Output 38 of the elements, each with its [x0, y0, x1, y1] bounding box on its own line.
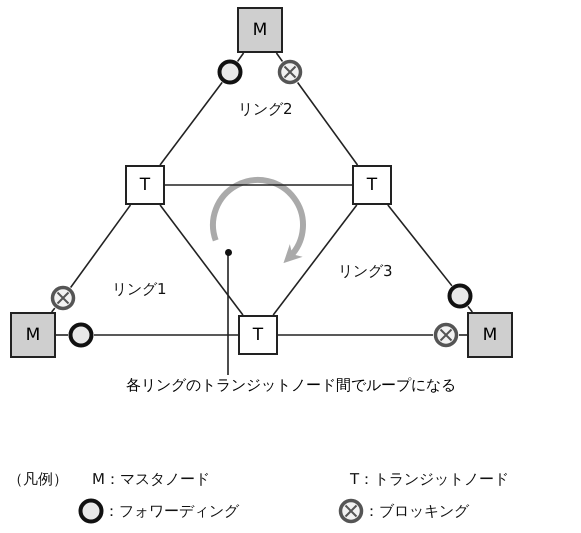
ring-label: リング3: [338, 262, 393, 281]
ring-link: [296, 82, 358, 166]
transit-node-box: T: [125, 165, 165, 205]
legend-text: ：ブロッキング: [364, 502, 469, 520]
ring-link: [159, 204, 244, 316]
master-node-box: M: [237, 7, 283, 53]
legend-text: ：フォワーディング: [104, 502, 239, 520]
ring-link: [278, 334, 433, 336]
ring-link: [387, 204, 453, 286]
ring-link: [236, 52, 244, 62]
ring-link: [56, 334, 68, 336]
forwarding-port-icon: [68, 322, 94, 348]
transit-node-box: T: [238, 315, 278, 355]
transit-node-box: T: [352, 165, 392, 205]
legend-heading: （凡例）: [8, 470, 68, 489]
ring-link: [276, 52, 284, 62]
caption-text: 各リングのトランジットノード間でループになる: [126, 376, 456, 394]
ring-link: [467, 306, 473, 312]
ring-link: [94, 334, 238, 336]
ring-label: リング1: [112, 280, 167, 299]
forwarding-port-icon: [217, 59, 243, 85]
leader-line: [227, 256, 229, 375]
forwarding-port-icon: [447, 283, 473, 309]
master-node-box: M: [10, 312, 56, 358]
blocking-port-icon: [50, 285, 76, 311]
legend-text: T：トランジットノード: [350, 470, 510, 489]
ring-link: [165, 184, 352, 186]
ring-link: [51, 308, 56, 312]
ring-link: [70, 204, 132, 288]
ring-label: リング2: [238, 100, 293, 119]
ring-link: [459, 334, 467, 336]
master-node-box: M: [467, 312, 513, 358]
center-dot: [224, 248, 232, 256]
ring-link: [272, 204, 358, 316]
legend-text: M：マスタノード: [92, 470, 210, 489]
blocking-port-icon: [433, 322, 459, 348]
blocking-port-icon: [277, 59, 303, 85]
ring-link: [159, 82, 223, 166]
